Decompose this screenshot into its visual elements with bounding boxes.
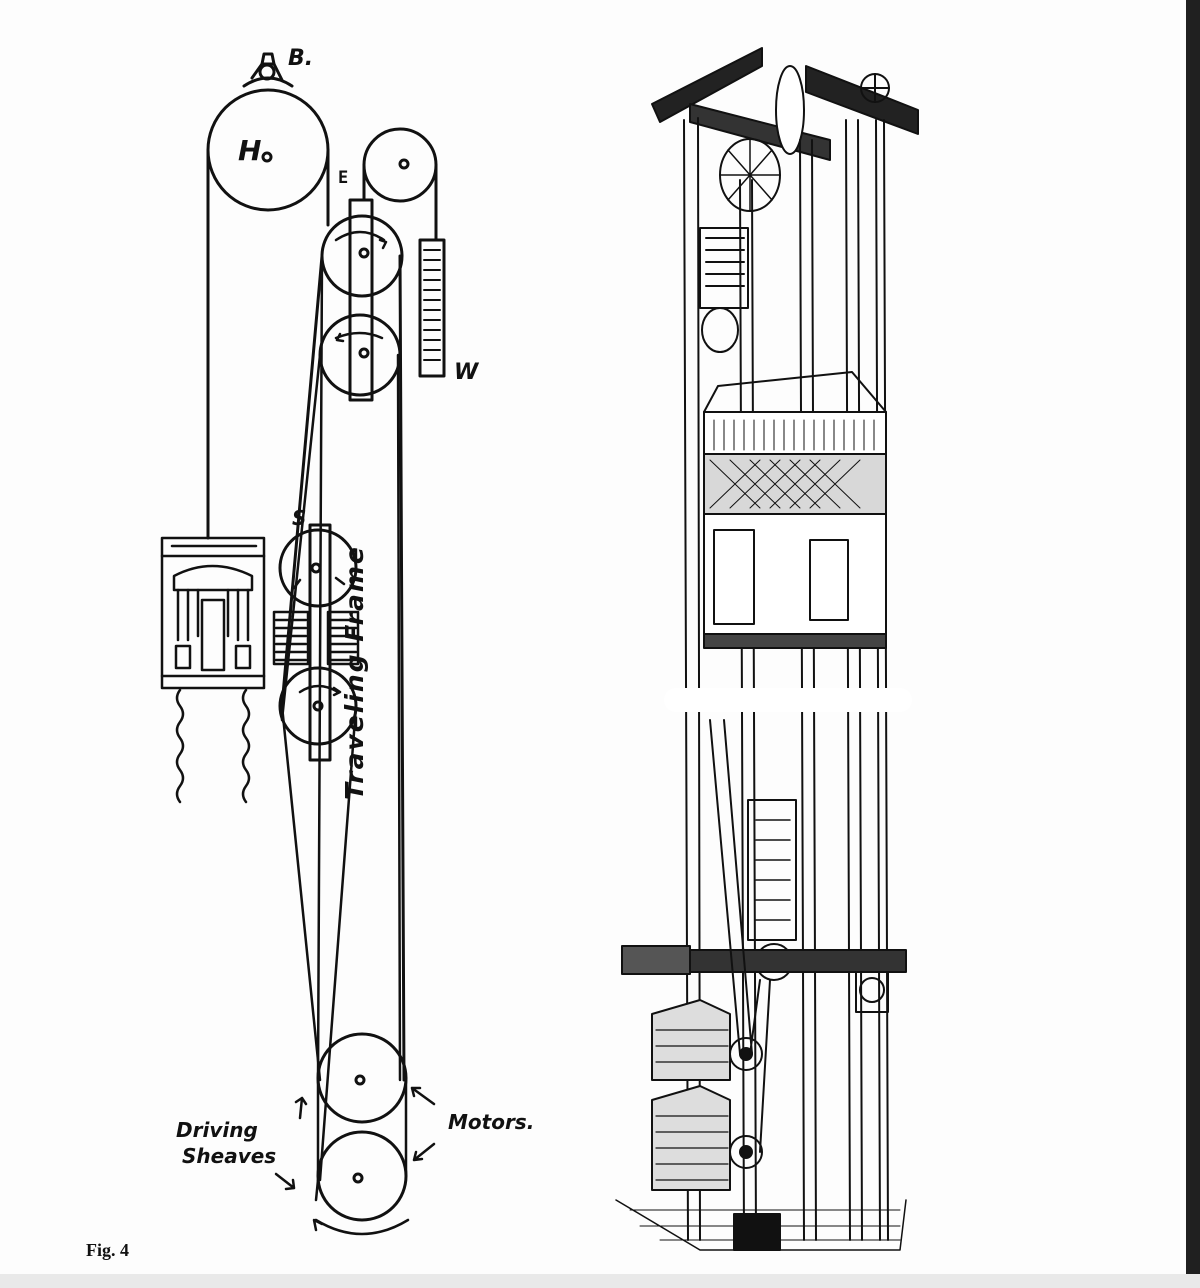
elevator-engraving bbox=[615, 47, 919, 1251]
arrow-driving-sheaves bbox=[294, 1096, 308, 1120]
label-sheaves: Sheaves bbox=[182, 1144, 277, 1168]
figure-caption: Fig. 4 bbox=[86, 1240, 129, 1260]
scan-edge-right bbox=[1186, 0, 1200, 1288]
rope-frame-left-1 bbox=[280, 254, 324, 708]
elevator-car bbox=[160, 536, 266, 690]
label-w: W bbox=[454, 360, 479, 385]
label-h: H bbox=[238, 134, 262, 167]
label-traveling-frame: Traveling Frame bbox=[340, 545, 369, 800]
governor-b-icon bbox=[242, 52, 294, 88]
arrow-motors-lower bbox=[412, 1142, 436, 1162]
scan-edge-bottom bbox=[0, 1274, 1200, 1288]
label-motors: Motors. bbox=[448, 1110, 535, 1134]
label-driving: Driving bbox=[176, 1118, 258, 1142]
sheave-h bbox=[206, 88, 330, 212]
car-chains bbox=[175, 688, 251, 804]
counterweight-w bbox=[418, 238, 446, 378]
driving-sheaves bbox=[312, 1032, 410, 1236]
arrow-sheaves-lower bbox=[274, 1172, 296, 1191]
rope-frame-right bbox=[398, 254, 406, 1082]
sheave-e-assembly bbox=[318, 198, 404, 402]
label-s: S bbox=[292, 506, 307, 530]
label-e: E bbox=[338, 168, 349, 188]
sheave-h-hub bbox=[261, 151, 273, 163]
arrow-motors-upper bbox=[410, 1086, 436, 1106]
label-b: B. bbox=[288, 46, 314, 71]
